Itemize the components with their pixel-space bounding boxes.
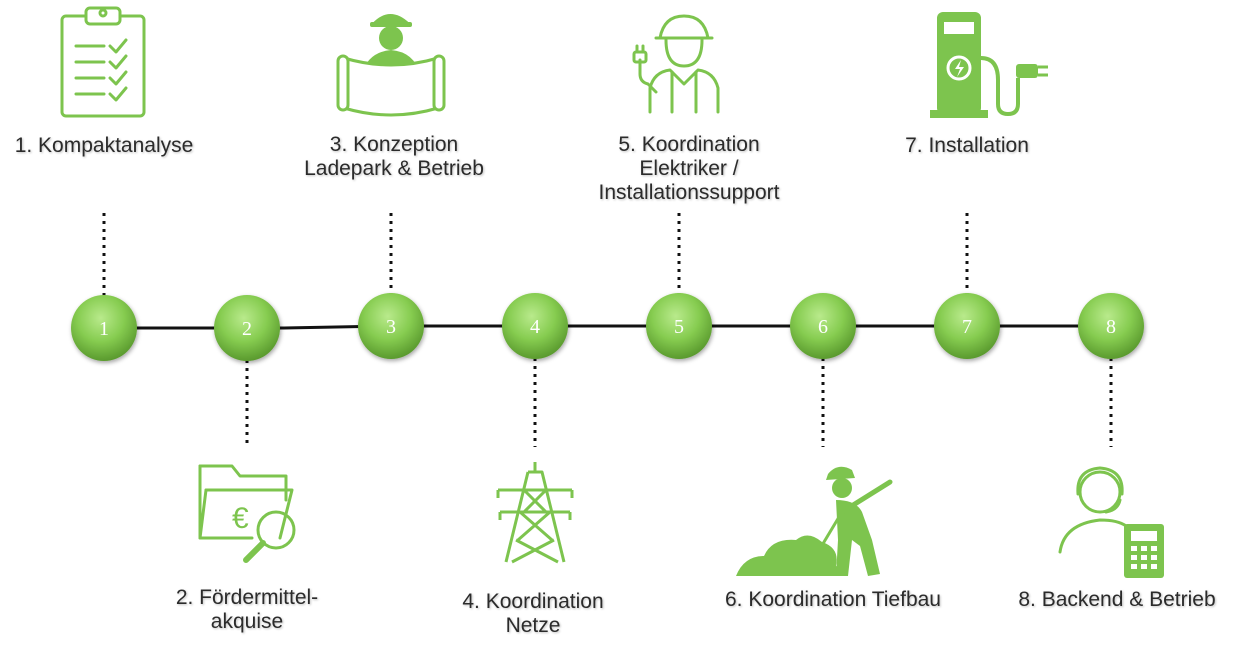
step-label-8: 8. Backend & Betrieb — [1003, 588, 1231, 612]
digging-worker-icon — [736, 466, 893, 576]
timeline-node-4: 4 — [502, 293, 568, 359]
timeline-node-2: 2 — [214, 295, 280, 361]
label-line: Ladepark & Betrieb — [304, 157, 484, 180]
node-number: 8 — [1106, 316, 1116, 338]
node-number: 5 — [674, 316, 684, 338]
label-line: 2. Fördermittel- — [175, 586, 319, 609]
label-line: 5. Koordination — [618, 133, 760, 156]
label-line: Installationssupport — [598, 181, 780, 204]
support-headset-calculator-icon — [1058, 466, 1164, 578]
clipboard-checklist-icon — [60, 6, 146, 118]
label-line: 4. Koordination — [462, 590, 604, 613]
timeline-node-3: 3 — [358, 293, 424, 359]
label-line: 6. Koordination Tiefbau — [725, 588, 941, 611]
label-line: Netze — [505, 614, 561, 637]
timeline-node-6: 6 — [790, 293, 856, 359]
charging-station-icon — [930, 12, 1048, 118]
node-number: 7 — [962, 316, 972, 338]
engineer-blueprint-icon — [336, 14, 446, 117]
power-pylon-icon — [496, 462, 574, 564]
step-label-6: 6. Koordination Tiefbau — [703, 588, 963, 612]
label-line: 8. Backend & Betrieb — [1018, 588, 1216, 611]
svg-text:€: € — [232, 502, 249, 535]
step-label-2: 2. Fördermittel- akquise — [147, 586, 347, 634]
node-number: 6 — [818, 316, 828, 338]
node-number: 2 — [242, 318, 252, 340]
label-line: 7. Installation — [905, 134, 1029, 157]
node-number: 1 — [99, 318, 109, 340]
step-label-5: 5. Koordination Elektriker / Installatio… — [579, 133, 799, 205]
node-number: 3 — [386, 316, 396, 338]
step-label-1: 1. Kompaktanalyse — [4, 134, 204, 158]
label-line: Elektriker / — [639, 157, 739, 180]
timeline-node-7: 7 — [934, 293, 1000, 359]
electrician-plug-icon — [632, 14, 720, 114]
label-line: akquise — [210, 610, 284, 633]
timeline-node-1: 1 — [71, 295, 137, 361]
euro-folder-search-icon: € — [198, 464, 296, 563]
timeline-node-5: 5 — [646, 293, 712, 359]
label-line: 1. Kompaktanalyse — [14, 134, 194, 157]
timeline-node-8: 8 — [1078, 293, 1144, 359]
step-label-4: 4. Koordination Netze — [433, 590, 633, 638]
node-number: 4 — [530, 316, 540, 338]
label-line: 3. Konzeption — [329, 133, 459, 156]
step-label-7: 7. Installation — [887, 134, 1047, 158]
step-label-3: 3. Konzeption Ladepark & Betrieb — [284, 133, 504, 181]
